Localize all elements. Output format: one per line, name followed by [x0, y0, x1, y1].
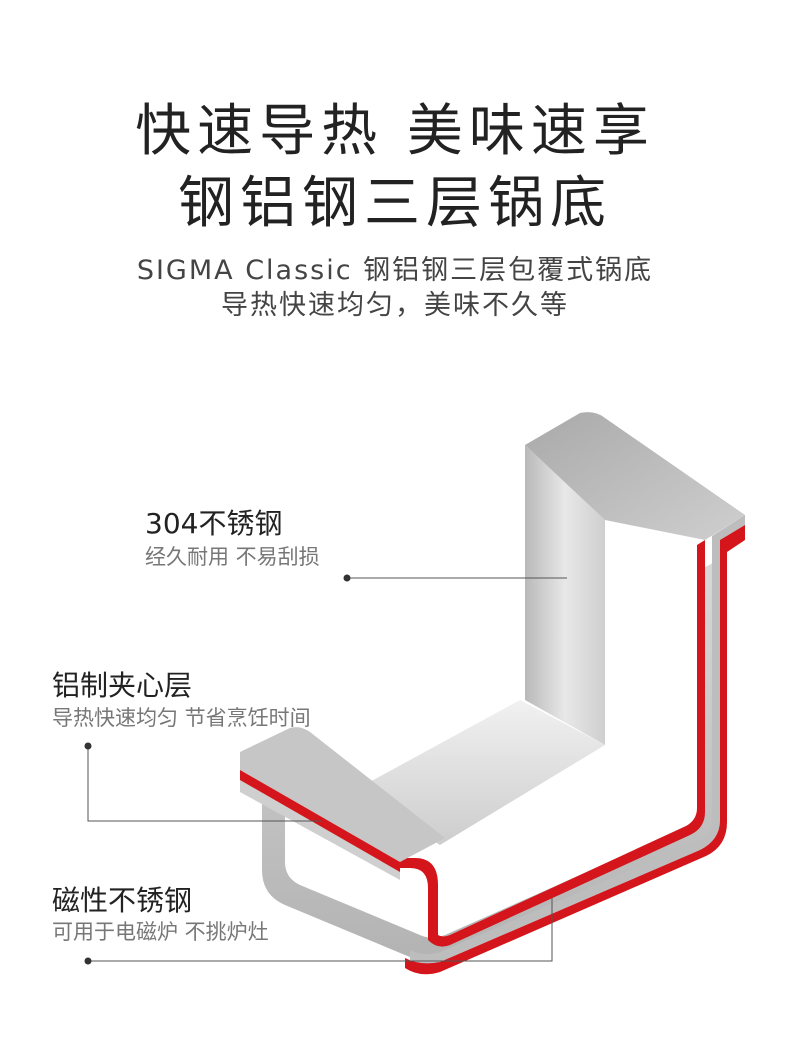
- leader-dot-304: [343, 574, 351, 582]
- leader-line-magnetic: [88, 898, 553, 962]
- leader-line-aluminium: [87, 746, 322, 822]
- subtitle-line2: 导热快速均匀，美味不久等: [221, 290, 569, 321]
- label-magnetic-title: 磁性不锈钢: [52, 884, 193, 917]
- left-flange-top: [240, 727, 445, 862]
- back-wall-top: [525, 412, 745, 540]
- inner-aluminium-stripe: [400, 540, 705, 947]
- headline-line2: 钢铝钢三层锅底: [178, 171, 612, 236]
- label-aluminium-title: 铝制夹心层: [52, 669, 193, 702]
- label-magnetic-desc: 可用于电磁炉 不挑炉灶: [52, 920, 269, 944]
- headline-line1: 快速导热 美味速享: [135, 99, 655, 164]
- pan-floor: [355, 700, 605, 845]
- leader-dot-magnetic: [84, 957, 92, 965]
- leader-dot-aluminium: [84, 742, 92, 750]
- subtitle-line1: SIGMA Classic 钢铝钢三层包覆式锅底: [136, 255, 654, 286]
- back-wall-inner: [525, 445, 605, 745]
- label-304-title: 304不锈钢: [145, 507, 283, 540]
- label-aluminium-desc: 导热快速均匀 节省烹饪时间: [52, 706, 311, 730]
- label-304-desc: 经久耐用 不易刮损: [145, 545, 320, 569]
